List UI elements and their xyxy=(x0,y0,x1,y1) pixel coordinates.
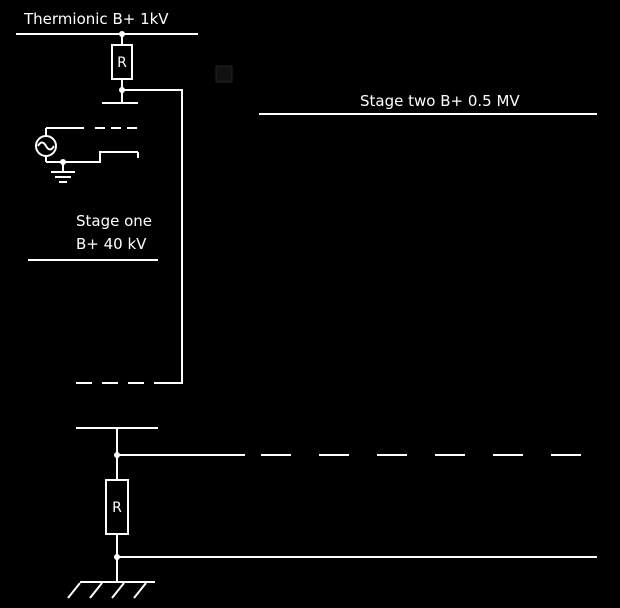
resistor-top-label: R xyxy=(117,55,127,71)
thermionic-label: Thermionic B+ 1kV xyxy=(23,10,169,28)
cathode-wire xyxy=(46,151,138,163)
chassis-hatch-1 xyxy=(67,582,81,599)
ac-source-sine xyxy=(37,141,55,151)
feed-wire xyxy=(122,89,183,384)
stage-one-label-line1: Stage one xyxy=(76,212,152,230)
chassis-ground-icon xyxy=(67,581,155,599)
resistor-bottom-label: R xyxy=(112,500,122,516)
chassis-hatch-4 xyxy=(133,582,147,599)
chassis-hatch-3 xyxy=(111,582,125,599)
ground-icon xyxy=(51,171,75,183)
stage-two-label: Stage two B+ 0.5 MV xyxy=(360,92,520,110)
chassis-hatch-2 xyxy=(89,582,103,599)
stage-one-label-line2: B+ 40 kV xyxy=(76,235,147,253)
square-marker xyxy=(215,65,233,83)
